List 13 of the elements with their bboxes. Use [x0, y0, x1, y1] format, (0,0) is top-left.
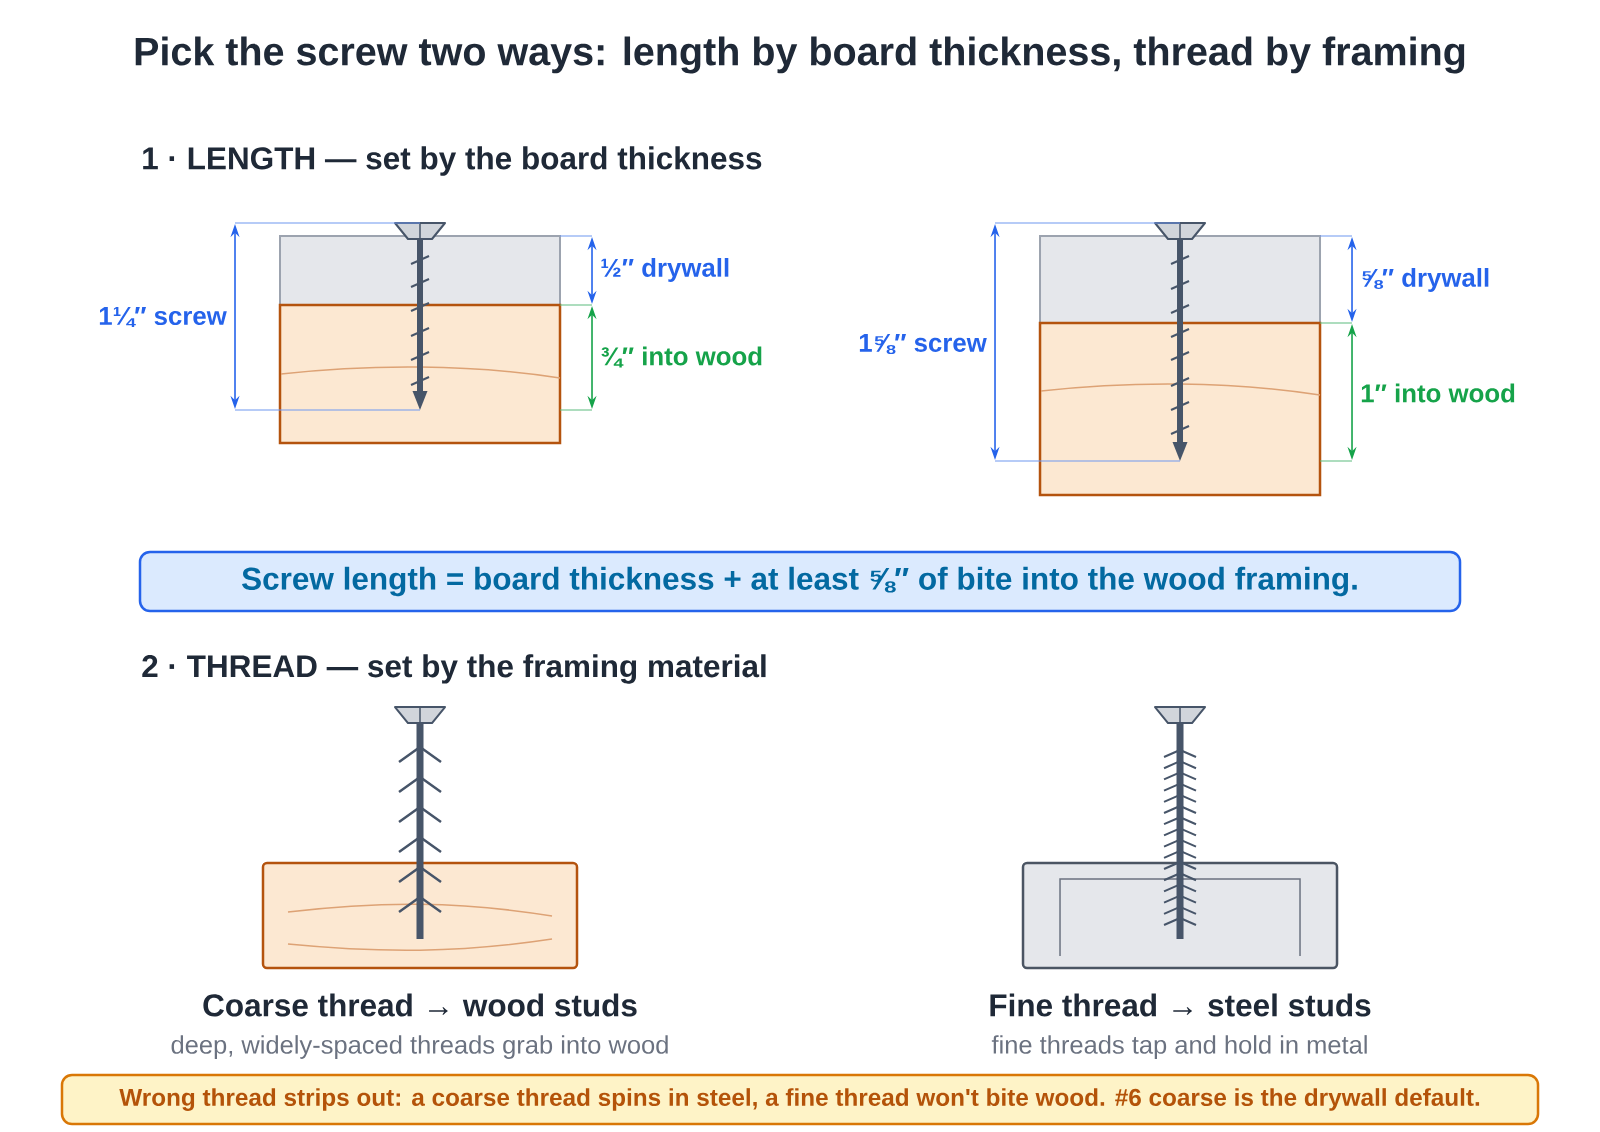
warning-box: Wrong thread strips out: a coarse thread spins in steel, a fine thread won't bite wood. #6 coarse is the drywall default.	[60, 1073, 1540, 1126]
dimension-label: ½″ drywall	[601, 258, 729, 282]
dimension-label: ¾″ into wood	[601, 346, 762, 368]
section-heading: 1 · LENGTH — set by the board thickness	[143, 146, 762, 176]
title: Pick the screw two ways: length by board thickness, thread by framing	[135, 36, 1465, 74]
callout-box: Screw length = board thickness + at least ⅝″ of bite into the wood framing.	[138, 550, 1462, 613]
dimension-label: 1″ into wood	[1361, 383, 1515, 403]
dimension-label: 1¼″ screw	[99, 307, 227, 328]
caption-heading: Coarse thread → wood studs	[203, 993, 637, 1017]
dimension-label: 1⅝″ screw	[859, 333, 987, 355]
section-heading: 2 · THREAD — set by the framing material	[142, 654, 766, 684]
caption-heading: Fine thread → steel studs	[990, 993, 1371, 1017]
dimension-label: ⅝″ drywall	[1362, 268, 1489, 292]
